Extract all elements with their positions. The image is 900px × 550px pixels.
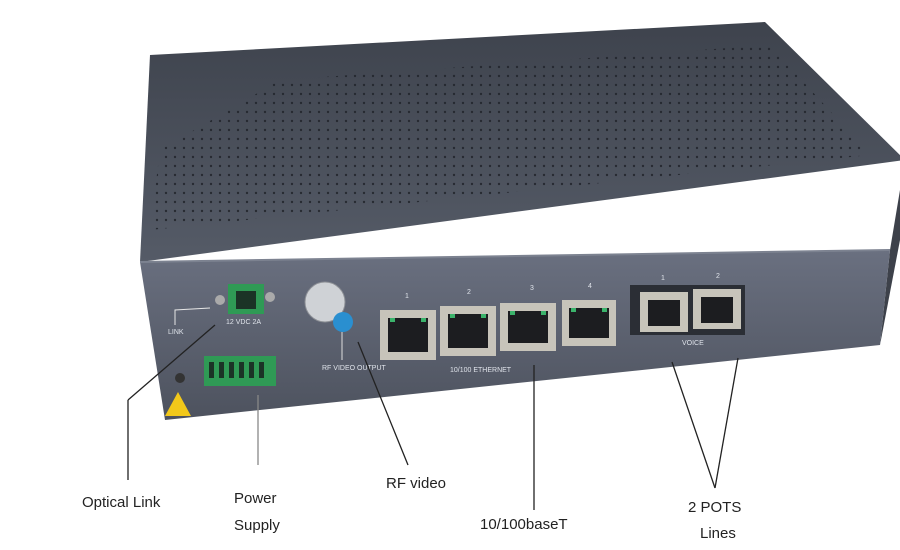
callout-rf-video: RF video [386, 475, 446, 492]
ethernet-port: 2 [440, 289, 496, 356]
port-number: 1 [405, 293, 409, 300]
laser-warning-icon [165, 392, 191, 416]
vent-grid [150, 45, 870, 230]
rf-output-label: RF VIDEO OUTPUT [322, 365, 387, 372]
ethernet-label: 10/100 ETHERNET [450, 367, 512, 374]
port-number: 1 [661, 275, 665, 282]
callout-pots-2: Lines [700, 525, 736, 542]
callout-optical-link: Optical Link [82, 494, 161, 511]
port-number: 2 [467, 289, 471, 296]
optical-link-port: LINK 12 VDC 2A [168, 284, 275, 336]
power-rating-label: 12 VDC 2A [226, 319, 261, 326]
ethernet-port: 1 [380, 293, 436, 360]
chassis-side [880, 190, 900, 345]
ethernet-port: 4 [562, 283, 616, 346]
callout-lines [127, 324, 739, 510]
power-terminal-block [165, 356, 276, 416]
voice-ports: 1 2 VOICE [630, 273, 745, 347]
link-label: LINK [168, 329, 184, 336]
port-number: 3 [530, 285, 534, 292]
port-number: 2 [716, 273, 720, 280]
rf-video-port: RF VIDEO OUTPUT [304, 281, 387, 372]
voice-label: VOICE [682, 340, 704, 347]
ethernet-ports: 1 2 3 4 10/100 ETHERNET [380, 283, 616, 374]
voice-port: 1 [640, 275, 688, 332]
port-number: 4 [588, 283, 592, 290]
callout-pots: 2 POTS [688, 499, 741, 516]
callout-power-supply-2: Supply [234, 517, 280, 534]
callout-ethernet: 10/100baseT [480, 516, 568, 533]
ethernet-port: 3 [500, 285, 556, 351]
voice-port: 2 [693, 273, 741, 329]
callout-power-supply: Power [234, 490, 277, 507]
